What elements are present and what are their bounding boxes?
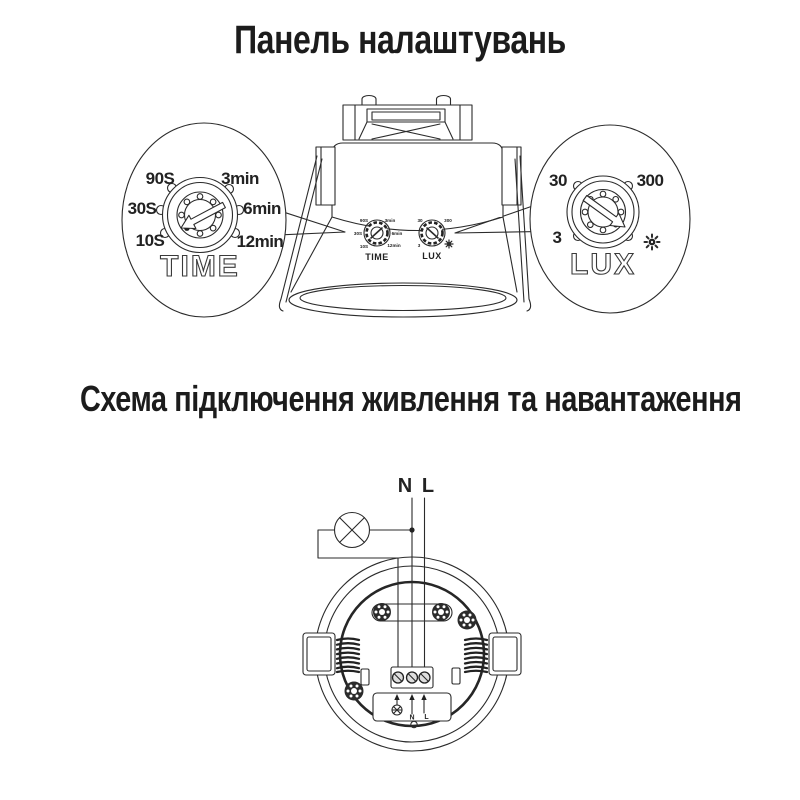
bolt-right [435,94,452,106]
mini-time-6min: 6min [392,231,403,236]
time-word: TIME [160,250,240,283]
knurled-screw [373,603,391,621]
mount-tab-left [315,146,336,206]
lux-scale-30: 30 [549,171,567,190]
mini-time-90s: 90S [360,218,368,223]
device-lux-dial[interactable]: 30 300 3 LUX [417,218,454,261]
lamp-loop-wire [317,529,399,668]
time-dial-knob[interactable] [176,191,226,239]
trim-rim-inner [299,284,507,312]
time-dial-pointer [180,201,226,230]
slot-right [451,667,461,685]
time-scale-10s: 10S [136,231,165,250]
lux-word: LUX [570,248,636,281]
spring-clip-right [514,155,532,312]
lux-dial-pointer [582,194,626,228]
mini-time-12min: 12min [387,243,400,248]
mini-lux-300: 300 [444,218,452,223]
sun-icon [643,233,661,251]
panel-markings: N L [391,694,429,729]
wires [317,497,426,668]
mini-time-3min: 3min [385,218,396,223]
mini-lux-3: 3 [418,243,421,248]
clip-ear-right [488,632,522,676]
terminal-block[interactable] [390,666,434,689]
sensor-body [331,142,504,217]
mini-lux-word: LUX [422,251,442,261]
knurled-screw [344,681,364,701]
wiring-diagram: N L [302,475,522,752]
panel-hole [410,720,418,729]
sensor-device-front: 90S 3min 30S 6min 10S 12min TIME 30 300 [278,94,532,318]
live-label: L [422,475,434,497]
device-time-dial[interactable]: 90S 3min 30S 6min 10S 12min TIME [354,218,403,262]
junction-dot [409,527,415,533]
wiring-diagram-title: Схема підключення живлення та навантажен… [80,378,742,419]
lux-callout: 30 300 3 LUX [529,124,691,314]
terminal-live-label: L [424,714,429,721]
bolt-left [361,94,377,106]
mini-time-word: TIME [365,252,389,262]
terminal-neutral-label: N [409,715,414,722]
cross-brace [358,121,454,140]
slot-left [360,668,370,686]
mini-lux-30: 30 [417,218,423,223]
spring-left [335,637,361,674]
time-scale-6min: 6min [243,199,281,218]
time-scale-12min: 12min [237,232,284,251]
spring-clip-left [278,155,323,312]
time-scale-30s: 30S [128,199,157,218]
time-scale-3min: 3min [221,169,259,188]
time-callout: 90S 3min 30S 6min 10S 12min TIME [121,122,287,318]
lux-dial-knob[interactable] [579,188,627,236]
mini-time-30s: 30S [354,231,362,236]
sun-icon [444,239,454,249]
lamp-icon [333,511,371,549]
time-scale-90s: 90S [146,169,175,188]
neutral-label: N [398,475,412,497]
mini-time-10s: 10S [360,244,368,249]
lux-scale-300: 300 [637,171,664,190]
lux-scale-3: 3 [553,228,562,247]
mount-tab-right [501,146,522,206]
settings-diagram: 90S 3min 30S 6min 10S 12min TIME 30 300 [121,94,691,318]
knurled-screw [432,603,450,621]
settings-panel-title: Панель налаштувань [234,18,566,62]
clip-ear-left [302,632,336,676]
knurled-screw [457,610,477,630]
spring-right [463,637,489,674]
trim-rim-outer [288,282,518,318]
